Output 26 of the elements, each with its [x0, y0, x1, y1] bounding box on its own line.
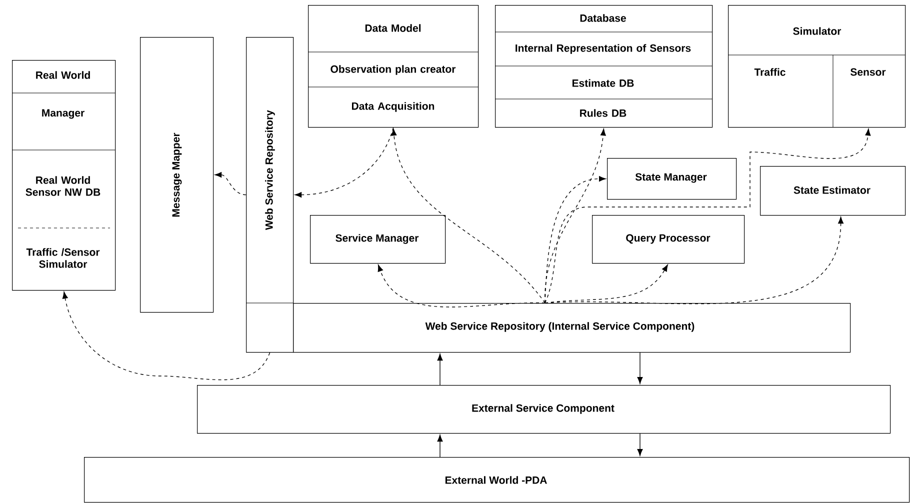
component-box: State Estimator	[760, 166, 906, 216]
arrow	[214, 172, 246, 196]
component-box: External Service Component	[197, 385, 891, 434]
arrow	[544, 128, 606, 304]
compartment-box: Real World Manager Real World Sensor NW DB Traffic /Sensor Simulator	[12, 60, 116, 291]
component-box: Web Service Repository	[246, 37, 294, 353]
compartment-box: Database Internal Representation of Sensors Estimate DB Rules DB	[494, 5, 713, 128]
component-box: State Manager	[607, 158, 737, 200]
component-box: Service Manager	[310, 215, 446, 264]
component-box: Query Processor	[592, 215, 745, 264]
arrow	[544, 216, 844, 304]
arrow	[437, 434, 443, 458]
arrow	[637, 352, 643, 384]
arrow	[544, 128, 871, 304]
arrow	[544, 176, 606, 304]
arrow	[437, 354, 443, 386]
arrow	[391, 128, 546, 304]
component-box: Message Mapper	[140, 37, 214, 313]
component-box: External World -PDA	[84, 457, 910, 503]
compartment-box: Simulator Traffic Sensor	[728, 5, 906, 128]
arrow	[637, 433, 643, 456]
arrow	[294, 127, 394, 198]
compartment-box: Data Model Observation plan creator Data Acquisition	[308, 5, 479, 128]
component-box: Web Service Repository (Internal Service Component)	[293, 303, 851, 353]
arrow	[62, 292, 270, 380]
arrow	[378, 264, 546, 308]
